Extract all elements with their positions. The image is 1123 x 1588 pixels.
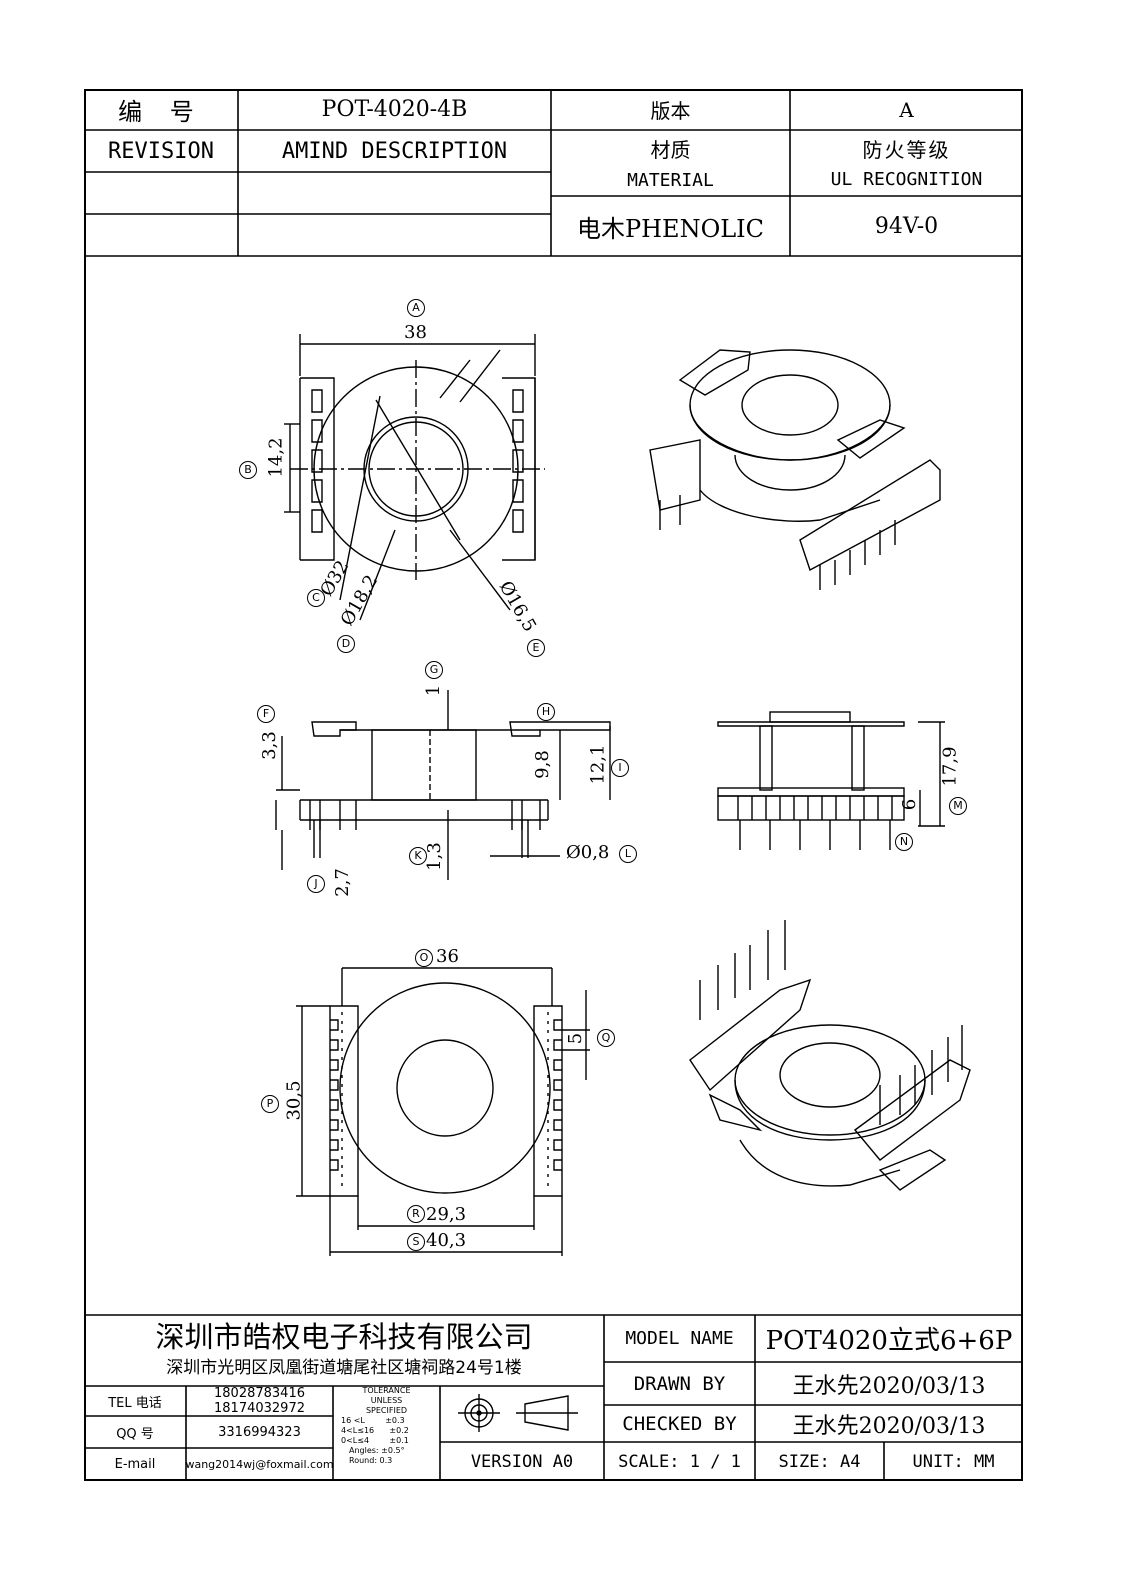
drawn-by-label: DRAWN BY xyxy=(633,1372,726,1395)
callout-M: M xyxy=(949,797,967,815)
callout-C: C xyxy=(307,589,325,607)
tolerance-title-2: UNLESS xyxy=(370,1396,403,1405)
fire-rating-label-en: UL RECOGNITION xyxy=(830,168,983,190)
tolerance-title-3: SPECIFIED xyxy=(365,1406,408,1415)
tolerance-title-1: TOLERANCE xyxy=(362,1386,411,1395)
dim-O: 36 xyxy=(436,946,459,967)
checked-by-label: CHECKED BY xyxy=(622,1412,737,1435)
dim-A: 38 xyxy=(404,322,427,343)
dim-S: 40,3 xyxy=(426,1230,467,1251)
company-address: 深圳市光明区凤凰街道塘尾社区塘祠路24号1楼 xyxy=(166,1357,522,1378)
unit-label: UNIT: MM xyxy=(912,1451,995,1472)
callout-G: G xyxy=(425,661,443,679)
callout-F: F xyxy=(257,705,275,723)
model-name-value: POT4020立式6+6P xyxy=(765,1326,1013,1356)
tolerance-block: TOLERANCE UNLESS SPECIFIED 16 <L ±0.3 4<… xyxy=(333,1386,440,1481)
fire-rating-value: 94V-0 xyxy=(874,213,939,239)
material-label-en: MATERIAL xyxy=(627,169,714,191)
callout-N: N xyxy=(895,833,913,851)
company-name: 深圳市皓权电子科技有限公司 xyxy=(155,1320,533,1354)
dim-M: 17,9 xyxy=(939,746,961,787)
callout-P: P xyxy=(261,1095,279,1113)
tel-label: TEL 电话 xyxy=(108,1395,162,1411)
callout-D: D xyxy=(337,635,355,653)
email-value: wang2014wj@foxmail.com xyxy=(185,1458,334,1471)
scale-label: SCALE: 1 / 1 xyxy=(618,1451,741,1472)
fire-rating-label-cn: 防火等级 xyxy=(862,137,951,162)
qq-value: 3316994323 xyxy=(218,1424,301,1440)
callout-Q: Q xyxy=(597,1029,615,1047)
callout-E: E xyxy=(527,639,545,657)
email-label: E-mail xyxy=(114,1457,156,1472)
tel-2: 18174032972 xyxy=(214,1401,305,1416)
tolerance-row-4: Angles: ±0.5° xyxy=(349,1446,405,1455)
part-number: POT-4020-4B xyxy=(321,97,468,122)
model-name-label: MODEL NAME xyxy=(625,1328,734,1349)
callout-S: S xyxy=(407,1233,425,1251)
dim-B: 14,2 xyxy=(265,437,287,478)
version-a0: VERSION A0 xyxy=(470,1451,574,1472)
dim-L: Ø0,8 xyxy=(566,842,610,863)
callout-K: K xyxy=(409,847,427,865)
drawn-by-value: 王水先2020/03/13 xyxy=(792,1373,986,1399)
projection-symbol xyxy=(458,1394,578,1432)
callout-H: H xyxy=(537,703,555,721)
dim-Q: 5 xyxy=(565,1032,587,1045)
dim-G: 1 xyxy=(423,684,445,697)
dim-J: 2,7 xyxy=(331,868,353,897)
dim-H: 9,8 xyxy=(531,750,553,779)
dim-P: 30,5 xyxy=(283,1080,305,1121)
tolerance-row-2: 4<L≤16 ±0.2 xyxy=(341,1426,409,1435)
callout-J: J xyxy=(307,875,325,893)
dim-R: 29,3 xyxy=(426,1204,467,1225)
dim-N: 6 xyxy=(899,798,921,811)
material-label-cn: 材质 xyxy=(650,137,691,162)
tolerance-row-3: 0<L≤4 ±0.1 xyxy=(341,1436,409,1445)
checked-by-value: 王水先2020/03/13 xyxy=(792,1413,986,1439)
number-label: 编 号 xyxy=(118,98,204,126)
qq-label: QQ 号 xyxy=(116,1426,154,1442)
callout-R: R xyxy=(407,1205,425,1223)
size-label: SIZE: A4 xyxy=(778,1451,861,1472)
callout-I: I xyxy=(611,759,629,777)
drawing-frame xyxy=(84,89,1023,1481)
version-label: 版本 xyxy=(650,99,691,123)
revision-label: REVISION xyxy=(108,138,214,164)
callout-L: L xyxy=(619,845,637,863)
callout-A: A xyxy=(407,299,425,317)
tel-1: 18028783416 xyxy=(214,1386,305,1401)
amend-description-label: AMIND DESCRIPTION xyxy=(281,138,508,164)
tolerance-row-5: Round: 0.3 xyxy=(349,1456,393,1465)
dim-F: 3,3 xyxy=(258,731,280,760)
callout-O: O xyxy=(415,949,433,967)
dim-I: 12,1 xyxy=(587,744,609,785)
callout-B: B xyxy=(239,461,257,479)
tolerance-row-1: 16 <L ±0.3 xyxy=(341,1416,405,1425)
version-value: A xyxy=(899,97,914,122)
material-value: 电木PHENOLIC xyxy=(576,214,765,243)
